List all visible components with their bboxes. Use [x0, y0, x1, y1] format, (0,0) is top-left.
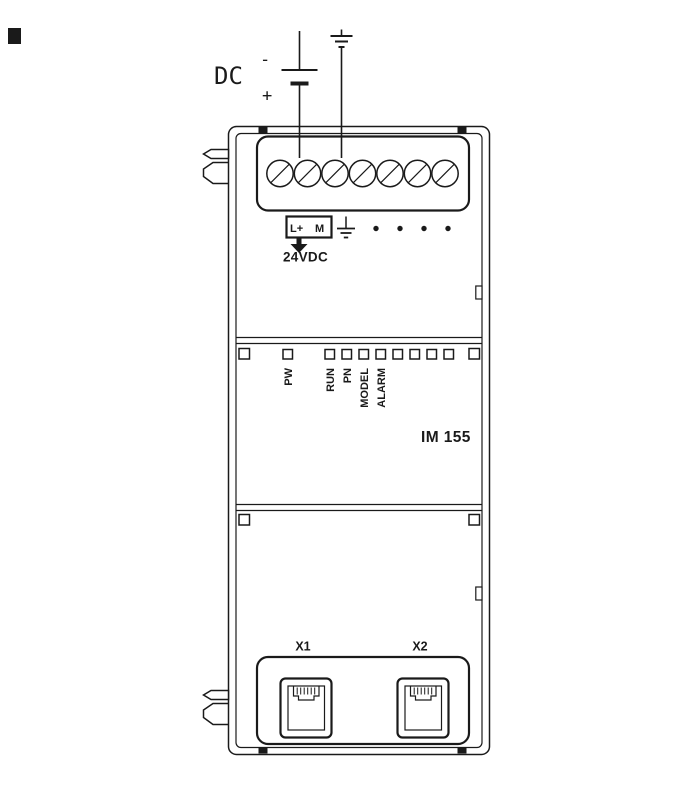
led-indicator [409, 348, 421, 360]
dot-icon [421, 225, 427, 232]
screw-terminal [403, 159, 432, 188]
screw-terminal [266, 159, 294, 188]
rj45-port-x1 [279, 677, 333, 739]
led-indicator [324, 348, 336, 360]
ground-icon [330, 29, 353, 48]
housing-tab-icon [258, 747, 268, 754]
plus-label: + [262, 86, 272, 106]
ground-icon [337, 216, 355, 239]
rj45-slot-icon [409, 686, 437, 701]
seam-latch-icon [468, 513, 481, 526]
lplus-m-box [285, 215, 333, 239]
screw-terminal [293, 159, 322, 188]
terminal-dots [373, 225, 451, 232]
port-x1-label: X1 [295, 640, 310, 654]
led-indicator [375, 348, 387, 360]
battery-icon: - + [260, 50, 318, 106]
led-indicator [341, 348, 353, 360]
housing-tab-icon [258, 127, 268, 133]
housing-tab-icon [457, 127, 467, 133]
screw-terminal [321, 159, 349, 188]
rj45-pins-icon [413, 687, 433, 695]
down-arrow-icon [290, 237, 308, 253]
section-seam-upper [236, 336, 482, 360]
terminal-legend: L+ M 24VDC [283, 215, 451, 265]
led-indicator-pw [282, 348, 294, 360]
seam-latch-icon [468, 347, 481, 360]
led-label-pw: PW [283, 367, 295, 385]
section-seam-lower [236, 503, 482, 526]
led-indicator [426, 348, 438, 360]
rj45-port-x2 [396, 677, 450, 739]
mounting-clip-top [202, 148, 230, 185]
port-panel: X1 X2 [255, 640, 471, 746]
dot-icon [373, 225, 379, 232]
dot-icon [397, 225, 403, 232]
dot-icon [445, 225, 451, 232]
led-indicator [358, 348, 370, 360]
rj45-pins-icon [296, 687, 316, 695]
module-inner-outline [235, 132, 483, 749]
led-indicator [443, 348, 455, 360]
screw-terminal [348, 159, 377, 188]
screw-terminals [266, 159, 459, 188]
mounting-clip-bottom [202, 689, 230, 726]
led-panel: PW RUN PN MODEL ALARM IM 155 [282, 348, 471, 446]
seam-latch-icon [238, 513, 251, 526]
led-label-run: RUN [325, 368, 337, 392]
power-supply-wiring: DC - + [214, 29, 353, 158]
led-label-alarm: ALARM [376, 368, 388, 408]
module-name-label: IM 155 [421, 429, 471, 446]
housing-tab-icon [457, 747, 467, 754]
dc-label: DC [214, 62, 243, 90]
port-x2-label: X2 [412, 640, 427, 654]
page-mark [8, 28, 21, 44]
rail-lug-icon [475, 586, 483, 601]
rj45-slot-icon [292, 686, 320, 701]
screw-terminal [376, 159, 404, 188]
led-label-pn: PN [342, 368, 354, 383]
module-outer-outline [227, 125, 491, 756]
m-label: M [315, 223, 324, 235]
lplus-label: L+ [290, 223, 303, 235]
seam-latch-icon [238, 347, 251, 360]
led-indicator [392, 348, 404, 360]
module-body [202, 125, 491, 756]
minus-label: - [260, 50, 270, 70]
screw-terminal [431, 159, 459, 188]
voltage-label: 24VDC [283, 250, 328, 265]
led-label-model: MODEL [359, 368, 371, 408]
rail-lug-icon [475, 285, 483, 300]
